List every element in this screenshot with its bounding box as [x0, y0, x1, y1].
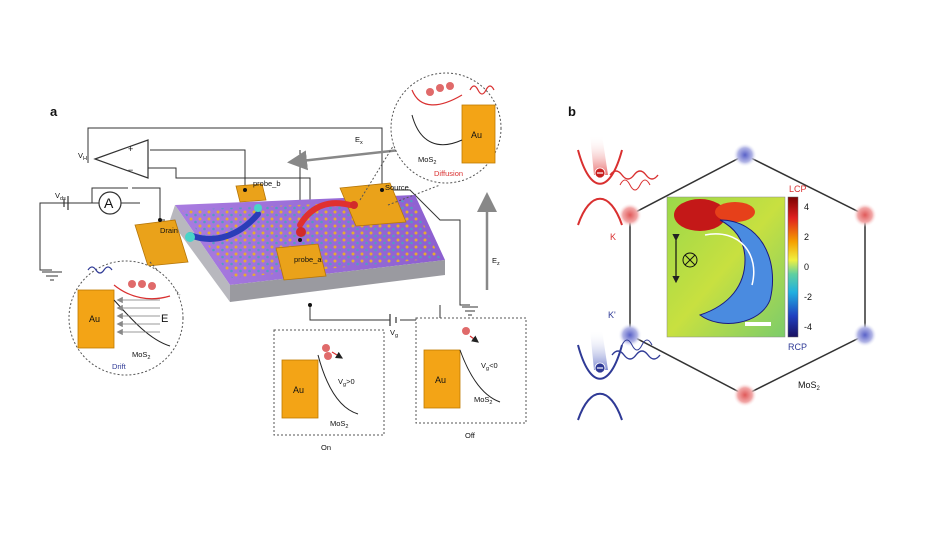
valley-bottom	[733, 383, 757, 407]
probe-a-electrode	[275, 243, 327, 281]
blue-carrier-path	[187, 211, 261, 242]
ground-symbol-left	[42, 271, 62, 281]
k-label: K	[610, 232, 616, 242]
ammeter-label: A	[104, 195, 114, 211]
colorbar-tick: 2	[804, 232, 809, 242]
colorbar	[787, 196, 799, 338]
valley-lower-right	[853, 323, 877, 347]
vds-label: Vds	[55, 191, 66, 202]
kprime-band-diagram	[577, 330, 661, 421]
probe-b-label: probe_b	[253, 179, 281, 188]
k-band-diagram	[577, 135, 659, 226]
probe-a-label: probe_a	[294, 255, 322, 264]
diffusion-inset: Au MoS2 Diffusion	[359, 72, 502, 206]
drift-e: E	[161, 313, 168, 325]
cyan-particle-2	[254, 204, 262, 212]
on-mos2: MoS2	[330, 419, 348, 430]
colorbar-tick: 0	[804, 262, 809, 272]
electrodes	[134, 182, 407, 281]
valley-top	[733, 143, 757, 167]
vh-label: VH	[78, 151, 87, 162]
gate-battery	[389, 314, 397, 326]
source-node	[380, 188, 384, 192]
drift-mos2: MoS2	[132, 350, 150, 361]
gate-node	[308, 303, 312, 307]
panel-a-label: a	[50, 104, 58, 119]
drain-node	[158, 218, 162, 222]
diffusion-caption: Diffusion	[434, 169, 463, 178]
panel-a: a + − VH A Vds	[39, 72, 527, 452]
amp-plus: +	[128, 144, 133, 154]
drain-label: Drain	[160, 226, 178, 235]
source-electrode	[339, 182, 407, 227]
off-box: Au Vg<0 MoS2 Off	[415, 317, 527, 440]
ex-label: Ex	[355, 135, 363, 146]
probe-a-node	[298, 238, 302, 242]
drift-au: Au	[89, 314, 100, 324]
ground-symbol-right	[462, 306, 478, 316]
colorbar-tick: -4	[804, 322, 812, 332]
ez-label: Ez	[492, 256, 500, 267]
drift-inset: Au E MoS2 Drift	[68, 260, 184, 376]
drift-caption: Drift	[112, 362, 127, 371]
red-particle	[296, 227, 306, 237]
mos2-label: MoS2	[798, 380, 821, 392]
polarization-map	[666, 196, 786, 338]
valley-k	[618, 203, 642, 227]
on-box: Au Vg>0 MoS2 On	[273, 329, 385, 452]
red-particle-2	[350, 201, 358, 209]
drain-electrode	[134, 219, 189, 267]
diffusion-mos2: MoS2	[418, 155, 436, 166]
probe-b-electrode	[235, 183, 267, 203]
valley-kprime	[618, 323, 642, 347]
ammeter: A Vds	[55, 191, 140, 215]
on-au: Au	[293, 385, 304, 395]
circuit-wires	[39, 127, 470, 321]
diffusion-au: Au	[471, 130, 482, 140]
cyan-particle	[185, 232, 195, 242]
panel-b: b K K' MoS2	[568, 104, 877, 421]
colorbar-tick: -2	[804, 292, 812, 302]
probe-b-node	[243, 188, 247, 192]
colorbar-tick: 4	[804, 202, 809, 212]
lcp-label: LCP	[789, 184, 807, 194]
ex-arrow	[287, 148, 401, 171]
amp-minus: −	[128, 165, 133, 175]
off-mos2: MoS2	[474, 395, 492, 406]
off-caption: Off	[465, 431, 476, 440]
panel-b-label: b	[568, 104, 576, 119]
on-caption: On	[321, 443, 331, 452]
kprime-label: K'	[608, 310, 616, 320]
red-carrier-path	[297, 200, 353, 228]
valley-upper-right	[853, 203, 877, 227]
colorbar-ticks: 4 2 0 -2 -4	[804, 202, 812, 332]
vg-label: Vg	[390, 328, 398, 339]
off-au: Au	[435, 375, 446, 385]
source-label: Source	[385, 183, 409, 192]
off-vg: Vg<0	[481, 361, 498, 372]
on-vg: Vg>0	[338, 377, 355, 388]
rcp-label: RCP	[788, 342, 807, 352]
hall-amplifier: + − VH	[78, 139, 149, 179]
